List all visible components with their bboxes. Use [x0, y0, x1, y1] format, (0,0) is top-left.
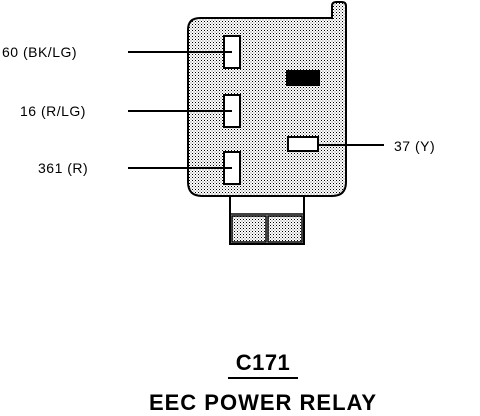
- wire-label-60: 60 (BK/LG): [2, 44, 77, 60]
- connector-id: C171: [236, 350, 291, 375]
- wire-label-361: 361 (R): [38, 160, 88, 176]
- connector-housing: [187, 1, 347, 197]
- terminal-cavity-37: [287, 136, 319, 152]
- locking-tab-right-segment: [267, 215, 303, 243]
- connector-name: EEC POWER RELAY: [149, 390, 377, 415]
- wire-label-37: 37 (Y): [394, 138, 435, 154]
- wire-label-16: 16 (R/LG): [20, 103, 86, 119]
- keying-block: [286, 70, 320, 86]
- locking-tab-left-segment: [231, 215, 267, 243]
